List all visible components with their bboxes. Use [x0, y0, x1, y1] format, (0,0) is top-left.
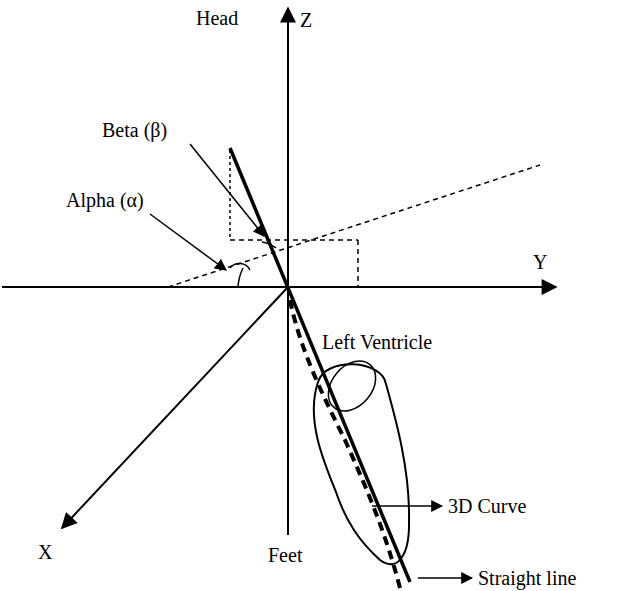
long-axis-line [230, 148, 410, 582]
axis-label: Beta (β) [102, 118, 167, 142]
axis-label: Z [300, 8, 312, 32]
axis-label: 3D Curve [448, 494, 526, 518]
axis-label: Alpha (α) [66, 188, 144, 212]
construction-line [230, 239, 358, 241]
axis-label: Y [533, 250, 547, 274]
axis-label: Left Ventricle [322, 330, 432, 354]
leader-arrow [150, 214, 226, 270]
leader-arrow [418, 577, 472, 579]
axis-label: Straight line [478, 566, 576, 590]
leader-arrow [372, 505, 442, 507]
axis-label: Feet [268, 543, 302, 567]
construction-line [357, 240, 359, 287]
leader-arrow [190, 144, 264, 236]
alpha-arc [230, 264, 250, 270]
y-axis [2, 286, 556, 288]
z-axis [287, 8, 289, 535]
axis-label: Head [196, 6, 238, 30]
x-axis [62, 287, 288, 528]
alpha-arc [238, 268, 243, 287]
axis-label: X [38, 540, 52, 564]
